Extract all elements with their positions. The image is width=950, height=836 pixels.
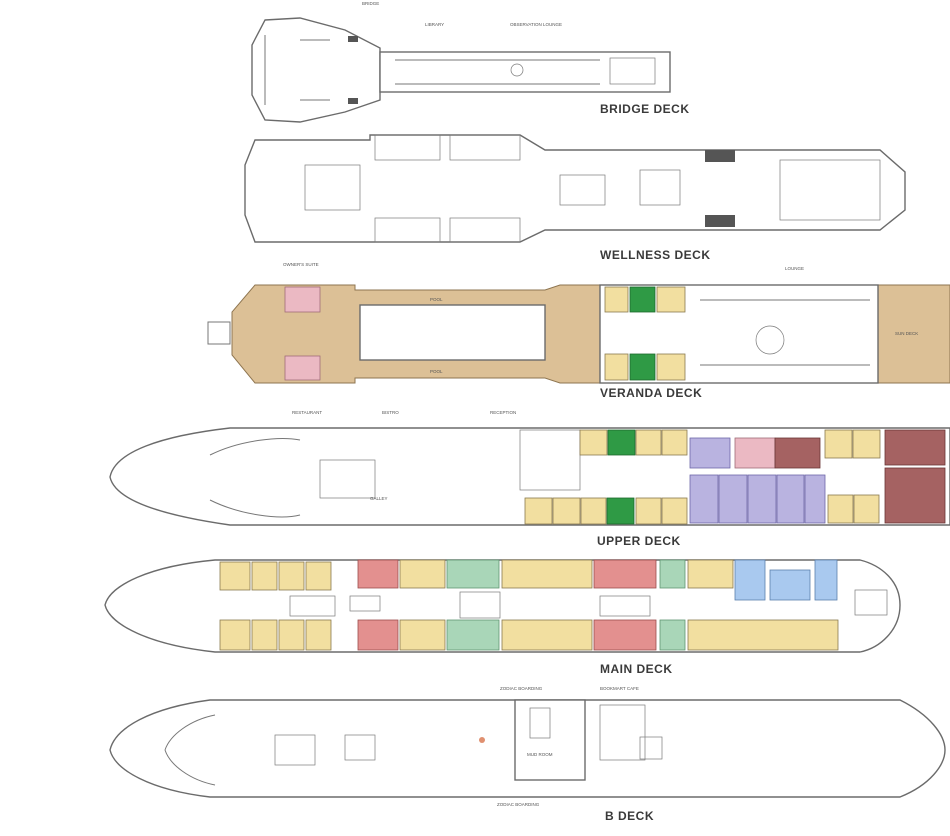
owners-suite-label: OWNER'S SUITE — [283, 262, 319, 267]
main-deck-title: MAIN DECK — [600, 662, 673, 676]
veranda-deck-plan: OWNER'S SUITE LOUNGE POOL POOL SUN DECK … — [207, 262, 950, 400]
veranda-deck-title: VERANDA DECK — [600, 386, 702, 400]
lounge-label: LOUNGE — [785, 266, 804, 271]
mud-room-label: MUD ROOM — [527, 752, 553, 757]
bookmart-cafe-label: BOOKMART CAFE — [600, 686, 639, 691]
wellness-deck-title: WELLNESS DECK — [600, 248, 711, 262]
pool-label-bottom: POOL — [430, 369, 443, 374]
bistro-label: BISTRO — [382, 410, 399, 415]
observation-lounge-label: OBSERVATION LOUNGE — [510, 22, 562, 27]
upper-deck-title: UPPER DECK — [597, 534, 681, 548]
zodiac-boarding-top-label: ZODIAC BOARDING — [500, 686, 543, 691]
restaurant-label: RESTAURANT — [292, 410, 322, 415]
bridge-deck-title: BRIDGE DECK — [600, 102, 690, 116]
reception-label: RECEPTION — [490, 410, 516, 415]
zodiac-boarding-bottom-label: ZODIAC BOARDING — [497, 802, 540, 807]
sun-deck-label: SUN DECK — [895, 331, 918, 336]
bridge-label: BRIDGE — [362, 1, 379, 6]
galley-label: GALLEY — [370, 496, 388, 501]
bridge-deck-plan: BRIDGE LIBRARY OBSERVATION LOUNGE BRIDGE… — [251, 1, 690, 123]
wellness-deck-plan: WELLNESS DECK — [244, 134, 906, 262]
pool-label-top: POOL — [430, 297, 443, 302]
library-label: LIBRARY — [425, 22, 444, 27]
main-deck-plan: MAIN DECK — [104, 559, 901, 676]
b-deck-title: B DECK — [605, 809, 654, 823]
upper-deck-plan: RESTAURANT BISTRO RECEPTION GALLEY UPPER… — [109, 410, 950, 548]
b-deck-plan: ZODIAC BOARDING BOOKMART CAFE MUD ROOM Z… — [109, 686, 946, 823]
